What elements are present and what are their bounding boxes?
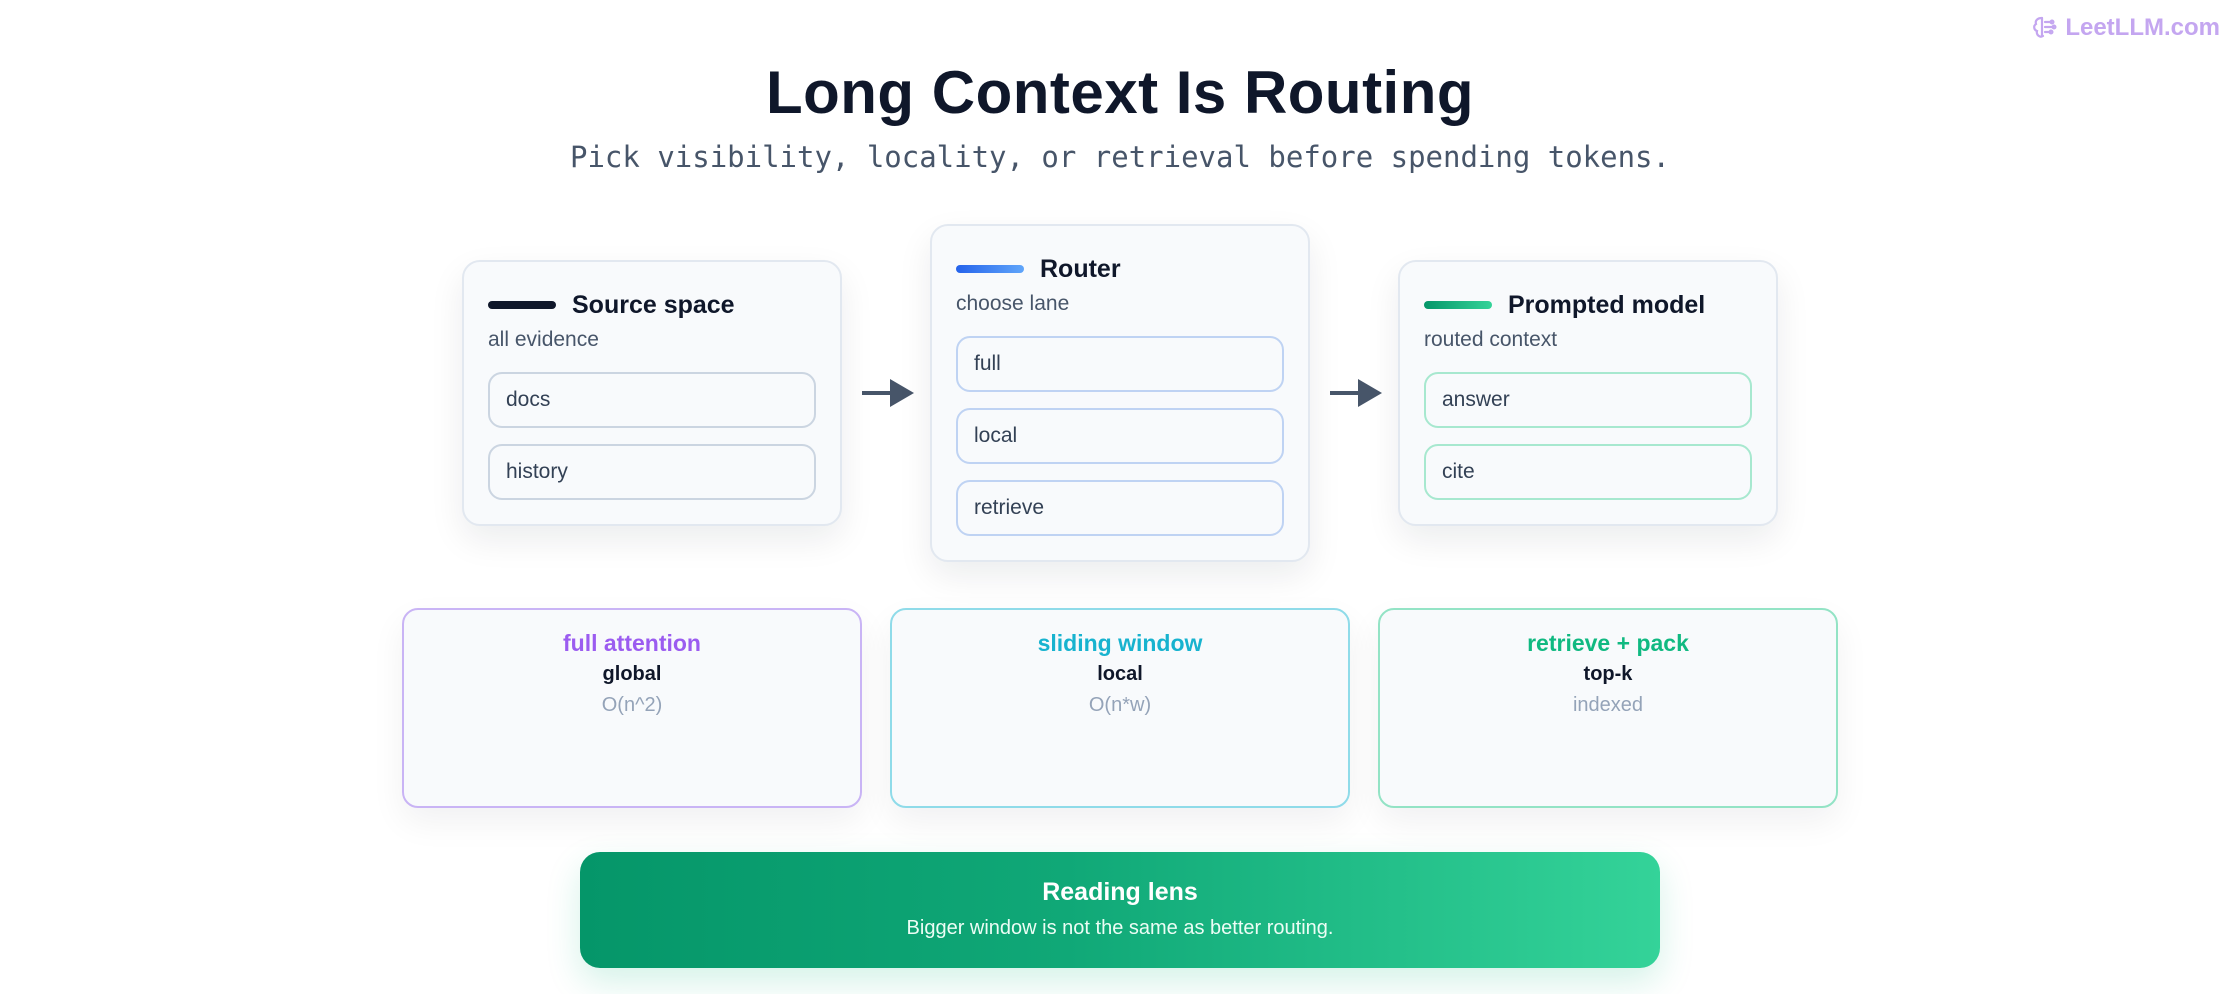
brain-icon bbox=[2033, 16, 2057, 38]
page-subtitle: Pick visibility, locality, or retrieval … bbox=[570, 140, 1670, 174]
mode-cost: O(n^2) bbox=[601, 694, 663, 716]
model-title: Prompted model bbox=[1508, 290, 1706, 319]
mode-scope: local bbox=[1097, 663, 1143, 685]
router-accent-bar bbox=[956, 265, 1024, 273]
mode-name: sliding window bbox=[1037, 630, 1203, 656]
router-lane-full: full bbox=[956, 336, 1284, 392]
mode-card-sliding-window: sliding window local O(n*w) bbox=[890, 608, 1350, 808]
router-card: Router choose lane full local retrieve bbox=[930, 224, 1310, 562]
source-item-history: history bbox=[488, 444, 816, 500]
page-title: Long Context Is Routing bbox=[765, 59, 1475, 126]
source-subtitle: all evidence bbox=[488, 328, 599, 351]
arrow-right-icon bbox=[1330, 379, 1382, 407]
lens-text: Bigger window is not the same as better … bbox=[906, 917, 1334, 939]
model-item-cite: cite bbox=[1424, 444, 1752, 500]
prompted-model-card: Prompted model routed context answer cit… bbox=[1398, 260, 1778, 526]
router-lane-retrieve: retrieve bbox=[956, 480, 1284, 536]
source-item-docs: docs bbox=[488, 372, 816, 428]
model-accent-bar bbox=[1424, 301, 1492, 309]
router-lane-local: local bbox=[956, 408, 1284, 464]
mode-card-retrieve-pack: retrieve + pack top-k indexed bbox=[1378, 608, 1838, 808]
mode-scope: global bbox=[602, 663, 662, 685]
model-item-answer: answer bbox=[1424, 372, 1752, 428]
brand-text: LeetLLM.com bbox=[2065, 14, 2220, 41]
mode-name: retrieve + pack bbox=[1527, 630, 1689, 656]
reading-lens-banner: Reading lens Bigger window is not the sa… bbox=[580, 852, 1660, 968]
source-space-card: Source space all evidence docs history bbox=[462, 260, 842, 526]
model-subtitle: routed context bbox=[1424, 328, 1558, 351]
mode-scope: top-k bbox=[1583, 663, 1633, 685]
source-accent-bar bbox=[488, 301, 556, 309]
source-title: Source space bbox=[572, 290, 735, 319]
mode-cost: O(n*w) bbox=[1088, 694, 1152, 716]
brand-logo[interactable]: LeetLLM.com bbox=[2031, 14, 2220, 42]
mode-name: full attention bbox=[563, 630, 701, 656]
router-subtitle: choose lane bbox=[956, 292, 1070, 315]
lens-title: Reading lens bbox=[1042, 878, 1198, 906]
mode-card-full-attention: full attention global O(n^2) bbox=[402, 608, 862, 808]
arrow-right-icon bbox=[862, 379, 914, 407]
mode-cost: indexed bbox=[1572, 694, 1644, 716]
router-title: Router bbox=[1040, 254, 1121, 283]
